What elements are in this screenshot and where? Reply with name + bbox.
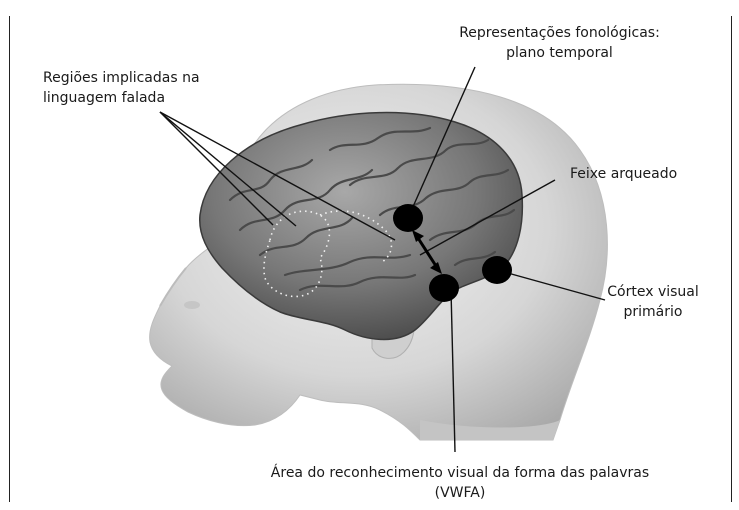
vwfa-label: Área do reconhecimento visual da forma d… <box>240 463 680 503</box>
visual-cortex-marker <box>482 256 512 284</box>
arcuate-label: Feixe arqueado <box>570 164 677 184</box>
visual-cortex-label: Córtex visual primário <box>598 282 708 322</box>
spoken-language-label: Regiões implicadas na linguagem falada <box>43 68 200 108</box>
phonological-label: Representações fonológicas: plano tempor… <box>452 23 667 63</box>
vwfa-marker <box>429 274 459 302</box>
phonological-marker <box>393 204 423 232</box>
